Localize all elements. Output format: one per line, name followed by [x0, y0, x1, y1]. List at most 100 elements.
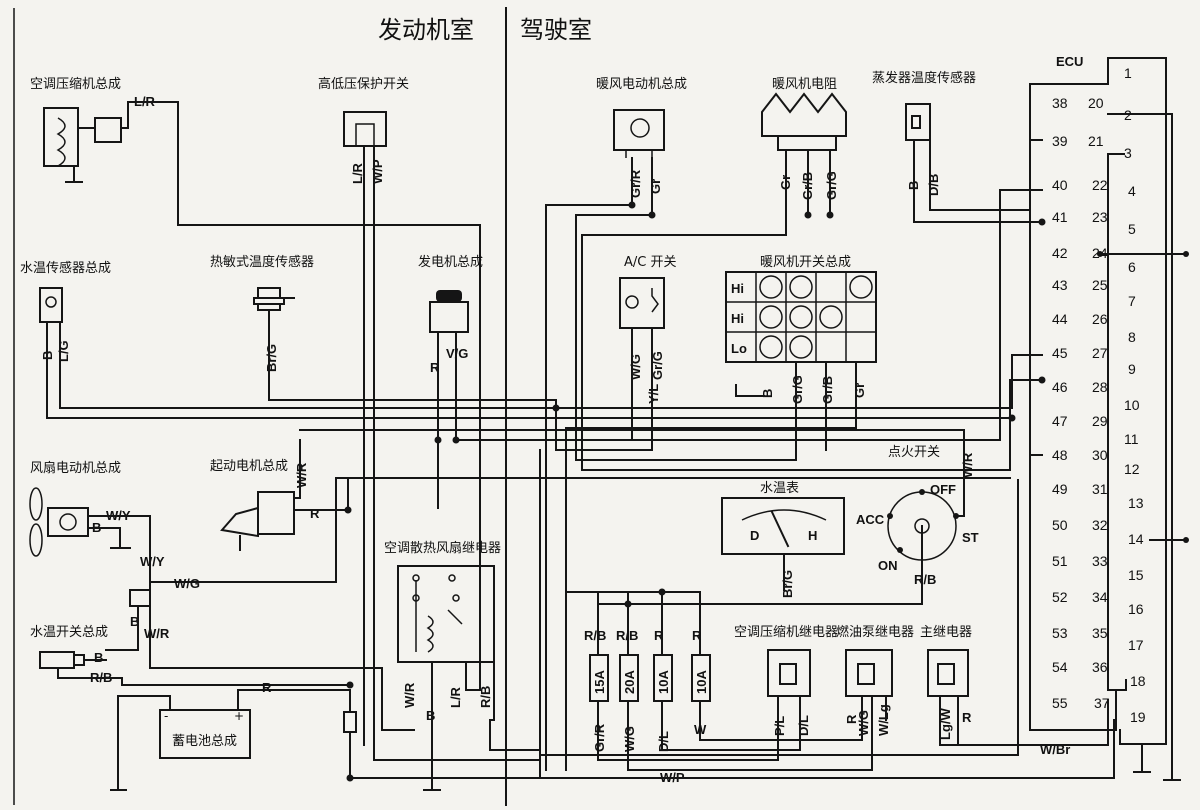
heater-wire-grb: Gr/B [820, 376, 835, 404]
alternator-wire-r: R [430, 360, 440, 375]
fuse-wire-rb-1: R/B [584, 628, 606, 643]
ac-compressor: 空调压缩机总成 L/R [30, 76, 481, 471]
ac-relay-wire-pl: P/L [772, 716, 787, 736]
ecu-pin-32: 32 [1092, 517, 1108, 533]
fuse-out-w: W [694, 722, 707, 737]
ecu-pin-40: 40 [1052, 177, 1068, 193]
blower-resistor: 暖风机电阻 Gr Gr/B Gr/G [581, 77, 847, 471]
ecu-pin-5: 5 [1128, 221, 1136, 237]
fuel-relay-wire-wlg: W/Lg [876, 704, 891, 736]
battery: - + 蓄电池总成 R [110, 680, 541, 791]
ac-fan-relay-wire-wr: W/R [402, 682, 417, 708]
ecu-pin-12: 12 [1124, 461, 1140, 477]
blower-motor: 暖风电动机总成 Gr/R Gr [545, 77, 687, 771]
relay-wire-wg: W/G [174, 576, 200, 591]
ac-switch-label: A/C 开关 [624, 255, 676, 270]
ecu-pin-20: 20 [1088, 95, 1104, 111]
ac-switch-wire-yl: Y/L [646, 384, 661, 404]
thermistor-sensor: 热敏式温度传感器 Br/G [210, 254, 557, 401]
engine-room-title: 发动机室 [378, 16, 474, 44]
fan-relay-small: W/G B W/R [105, 477, 1011, 731]
ecu-pin-16: 16 [1128, 601, 1144, 617]
fan-motor: 风扇电动机总成 W/Y B W/Y [29, 460, 165, 569]
blower-wire-grr: Gr/R [628, 169, 643, 198]
ecu-pin-14: 14 [1128, 531, 1144, 547]
ecu-pin-44: 44 [1052, 311, 1068, 327]
fuse-wire-r-2: R [692, 628, 702, 643]
ecu-pin-11: 11 [1124, 431, 1139, 447]
ignition-switch: 点火开关 OFF ACC ON ST W/R R/B [299, 429, 979, 605]
fuse-out-grr: Gr/R [592, 723, 607, 752]
fuse-out-wg: W/G [622, 726, 637, 752]
ac-comp-relay-label: 空调压缩机继电器 [734, 624, 838, 640]
heater-wire-b: B [760, 389, 775, 398]
thermistor-sensor-label: 热敏式温度传感器 [210, 254, 314, 270]
ignition-acc: ACC [856, 512, 885, 527]
ecu-pin-1: 1 [1124, 65, 1132, 81]
ignition-wire-wr: W/R [960, 452, 975, 478]
temp-gauge: 水温表 D H Br/G [721, 481, 845, 598]
heater-wire-grg: Gr/G [790, 375, 805, 404]
ecu-pin-53: 53 [1052, 625, 1068, 641]
ecu-pin-45: 45 [1052, 345, 1068, 361]
battery-wire-r: R [262, 680, 272, 695]
pressure-switch-wire-lr: L/R [350, 162, 365, 184]
fuel-relay-wire-r: R [844, 714, 859, 724]
coolant-switch-wire-b: B [94, 650, 103, 665]
ignition-on: ON [878, 558, 898, 573]
ac-fan-relay: 空调散热风扇继电器 W/R B L/R R/B [384, 469, 541, 791]
blower-motor-label: 暖风电动机总成 [596, 77, 687, 92]
ac-switch: A/C 开关 W/G Gr/G Y/L [619, 255, 676, 451]
fuse-15a: 15A [592, 670, 607, 694]
ecu-pin-13: 13 [1128, 495, 1144, 511]
fuse-wire-rb-2: R/B [616, 628, 638, 643]
evaporator-sensor: 蒸发器温度传感器 B D/B [872, 70, 1043, 223]
ecu-pin-35: 35 [1092, 625, 1108, 641]
ac-relay-wire-dl: D/L [796, 715, 811, 736]
ac-fan-relay-label: 空调散热风扇继电器 [384, 540, 501, 556]
ignition-switch-label: 点火开关 [888, 445, 940, 460]
ecu-pin-50: 50 [1052, 517, 1068, 533]
ignition-st: ST [962, 530, 979, 545]
ecu-pin-27: 27 [1092, 345, 1108, 361]
starter-wire-r: R [310, 506, 320, 521]
ecu-pin-19: 19 [1130, 709, 1146, 725]
main-relay-label: 主继电器 [920, 625, 972, 640]
ecu-pin-8: 8 [1128, 329, 1136, 345]
ecu-pin-9: 9 [1128, 361, 1136, 377]
gauge-d: D [750, 528, 759, 543]
ecu-pin-49: 49 [1052, 481, 1068, 497]
ecu-pin-4: 4 [1128, 183, 1136, 199]
ac-switch-wire-grg: Gr/G [650, 351, 665, 380]
ecu-pin-46: 46 [1052, 379, 1068, 395]
ac-compressor-label: 空调压缩机总成 [30, 76, 121, 92]
heater-switch-label: 暖风机开关总成 [760, 255, 851, 270]
ecu-pin-48: 48 [1052, 447, 1068, 463]
fuse-out-dl: D/L [656, 731, 671, 752]
ignition-wire-rb: R/B [914, 572, 936, 587]
blower-wire-gr: Gr [648, 179, 663, 194]
thermistor-wire-brg: Br/G [264, 344, 279, 372]
ecu-pin-41: 41 [1052, 209, 1068, 225]
heater-hi1: Hi [731, 281, 744, 296]
ecu-pin-2: 2 [1124, 107, 1132, 123]
heater-lo: Lo [731, 341, 747, 356]
pressure-switch: 高低压保护开关 L/R W/P [318, 76, 541, 761]
gauge-h: H [808, 528, 817, 543]
heater-switch: 暖风机开关总成 Hi Hi Lo B Gr/G Gr/B Gr [725, 255, 877, 461]
pressure-switch-label: 高低压保护开关 [318, 76, 409, 92]
heater-wire-gr: Gr [852, 383, 867, 398]
blower-resistor-label: 暖风机电阻 [772, 77, 837, 92]
relay-wire-wr: W/R [144, 626, 170, 641]
ac-fan-relay-wire-b: B [426, 708, 435, 723]
ecu-pin-52: 52 [1052, 589, 1068, 605]
relay-wire-b: B [130, 614, 139, 629]
starter-wire-wr: W/R [294, 462, 309, 488]
battery-pos: + [234, 709, 244, 723]
ecu-pin-37: 37 [1094, 695, 1110, 711]
ecu-pin-31: 31 [1092, 481, 1108, 497]
ecu-pin-24: 24 [1092, 245, 1108, 261]
ecu-pin-26: 26 [1092, 311, 1108, 327]
ecu-pin-47: 47 [1052, 413, 1068, 429]
